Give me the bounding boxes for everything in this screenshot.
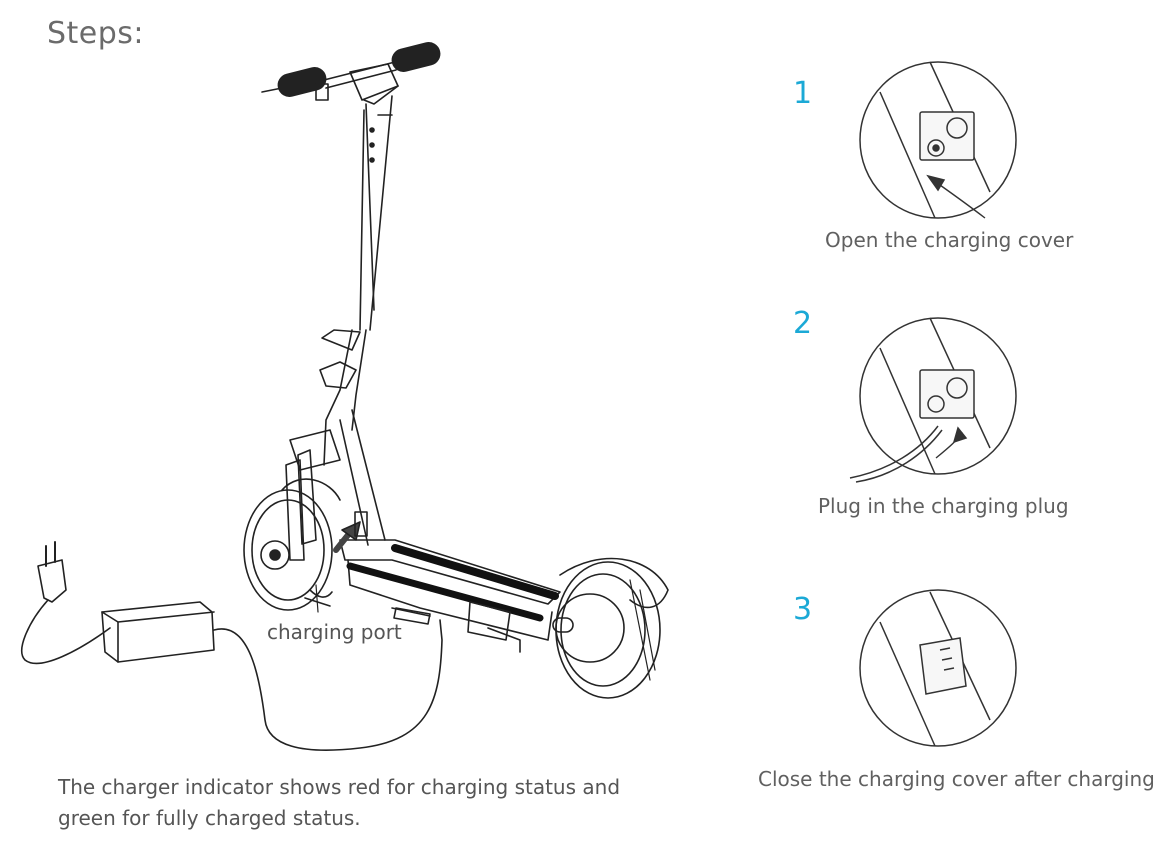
note-line-1: The charger indicator shows red for char… [58,775,621,799]
handlebar [261,42,441,101]
page-title: Steps: [47,16,145,51]
step-2-detail-image [849,317,1017,483]
step-1-detail-image [859,61,1017,219]
charging-port-label: charging port [267,620,402,644]
stem [319,85,399,466]
step-3-caption: Close the charging cover after charging [758,767,1155,791]
step-3-detail-image [859,589,1017,747]
step-1-caption: Open the charging cover [825,228,1074,252]
front-fork [281,409,386,561]
note-line-2: green for fully charged status. [58,806,361,830]
rear-wheel [552,557,669,699]
step-2-caption: Plug in the charging plug [818,494,1069,518]
charger [21,541,443,751]
step-3-number: 3 [793,592,813,627]
deck [339,539,561,653]
step-2-number: 2 [793,306,813,341]
charger-indicator-note: The charger indicator shows red for char… [58,772,678,834]
step-1-number: 1 [793,76,813,111]
